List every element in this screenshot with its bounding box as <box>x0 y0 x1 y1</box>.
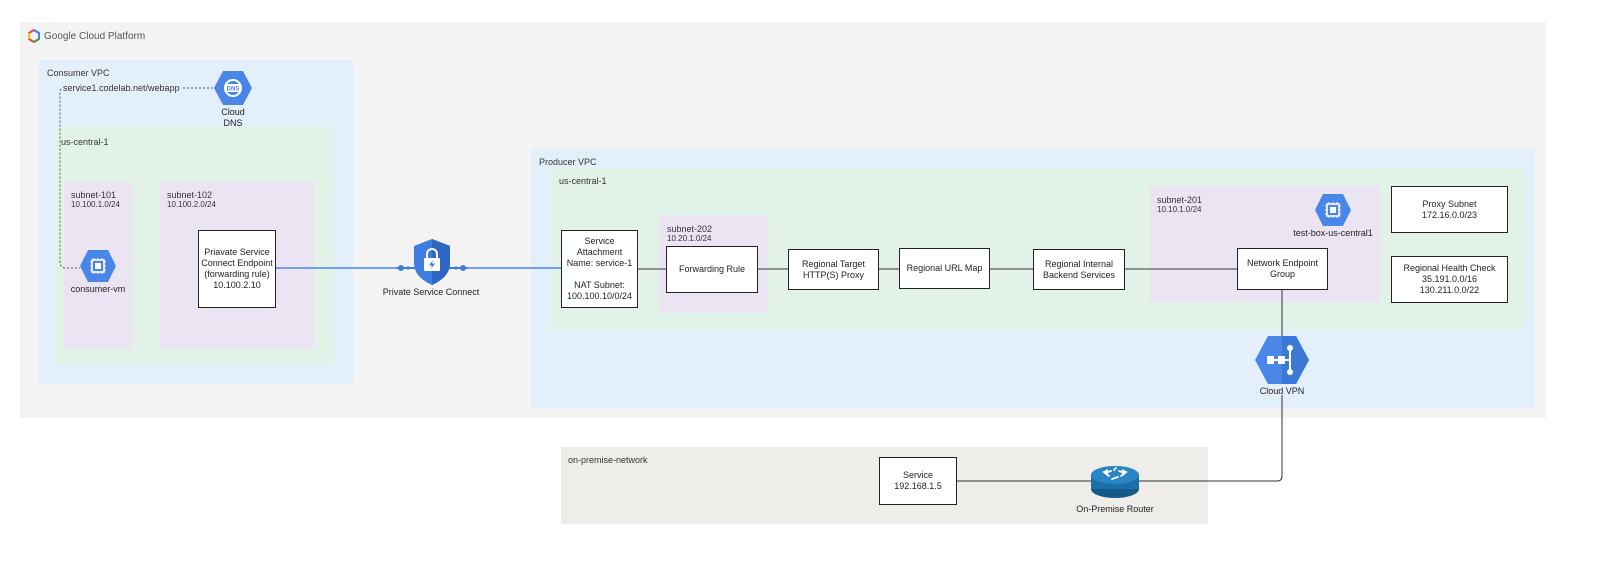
dns-dotted-line <box>59 87 213 269</box>
psc-shield-icon[interactable] <box>394 237 470 287</box>
subnet-202-name: subnet-202 <box>667 224 713 234</box>
consumer-vm-label: consumer-vm <box>70 284 126 294</box>
consumer-region-label: us-central-1 <box>61 137 109 147</box>
cloud-vpn-icon[interactable] <box>1254 335 1310 385</box>
service-attachment-box[interactable]: Service Attachment Name: service-1 NAT S… <box>561 230 638 308</box>
target-proxy-box[interactable]: Regional Target HTTP(S) Proxy <box>788 249 879 290</box>
producer-region-label: us-central-1 <box>559 176 607 186</box>
dns-badge-text: DNS <box>227 87 240 93</box>
psc-label: Private Service Connect <box>382 287 480 297</box>
onprem-label: on-premise-network <box>568 455 648 465</box>
test-box-vm-icon[interactable] <box>1314 193 1352 227</box>
forwarding-rule-box[interactable]: Forwarding Rule <box>666 246 758 293</box>
subnet-202-cidr: 10.20.1.0/24 <box>667 234 712 243</box>
subnet-102-name: subnet-102 <box>167 190 213 200</box>
consumer-vpc-label: Consumer VPC <box>47 68 110 78</box>
backend-services-box[interactable]: Regional Internal Backend Services <box>1033 249 1125 290</box>
subnet-102-cidr: 10.100.2.0/24 <box>167 200 216 209</box>
proxy-subnet-box[interactable]: Proxy Subnet 172.16.0.0/23 <box>1391 186 1508 233</box>
router-label: On-Premise Router <box>1076 504 1154 514</box>
subnet-101-name: subnet-101 <box>71 190 117 200</box>
cloud-dns-label: Cloud DNS <box>221 107 245 128</box>
router-icon[interactable] <box>1090 463 1140 499</box>
subnet-101-cidr: 10.100.1.0/24 <box>71 200 120 209</box>
cloud-vpn-label: Cloud VPN <box>1259 386 1305 396</box>
cloud-dns-icon[interactable]: DNS <box>213 70 253 106</box>
health-check-box[interactable]: Regional Health Check 35.191.0.0/16 130.… <box>1391 256 1508 303</box>
test-box-label: test-box-us-central1 <box>1293 228 1373 238</box>
subnet-201-cidr: 10.10.1.0/24 <box>1157 205 1202 214</box>
producer-vpc-label: Producer VPC <box>539 157 597 167</box>
onprem-service-box[interactable]: Service 192.168.1.5 <box>879 457 957 505</box>
platform-title: Google Cloud Platform <box>44 31 146 42</box>
url-map-box[interactable]: Regional URL Map <box>899 248 990 289</box>
vpn-to-router-line <box>1138 395 1283 482</box>
consumer-vm-icon[interactable] <box>79 249 117 283</box>
psc-endpoint-box[interactable]: Priavate Service Connect Endpoint (forwa… <box>198 230 276 308</box>
gcp-logo-icon <box>28 29 40 43</box>
subnet-201-name: subnet-201 <box>1157 195 1203 205</box>
neg-box[interactable]: Network Endpoint Group <box>1237 248 1328 290</box>
dns-url-label: service1.codelab.net/webapp <box>62 83 181 93</box>
